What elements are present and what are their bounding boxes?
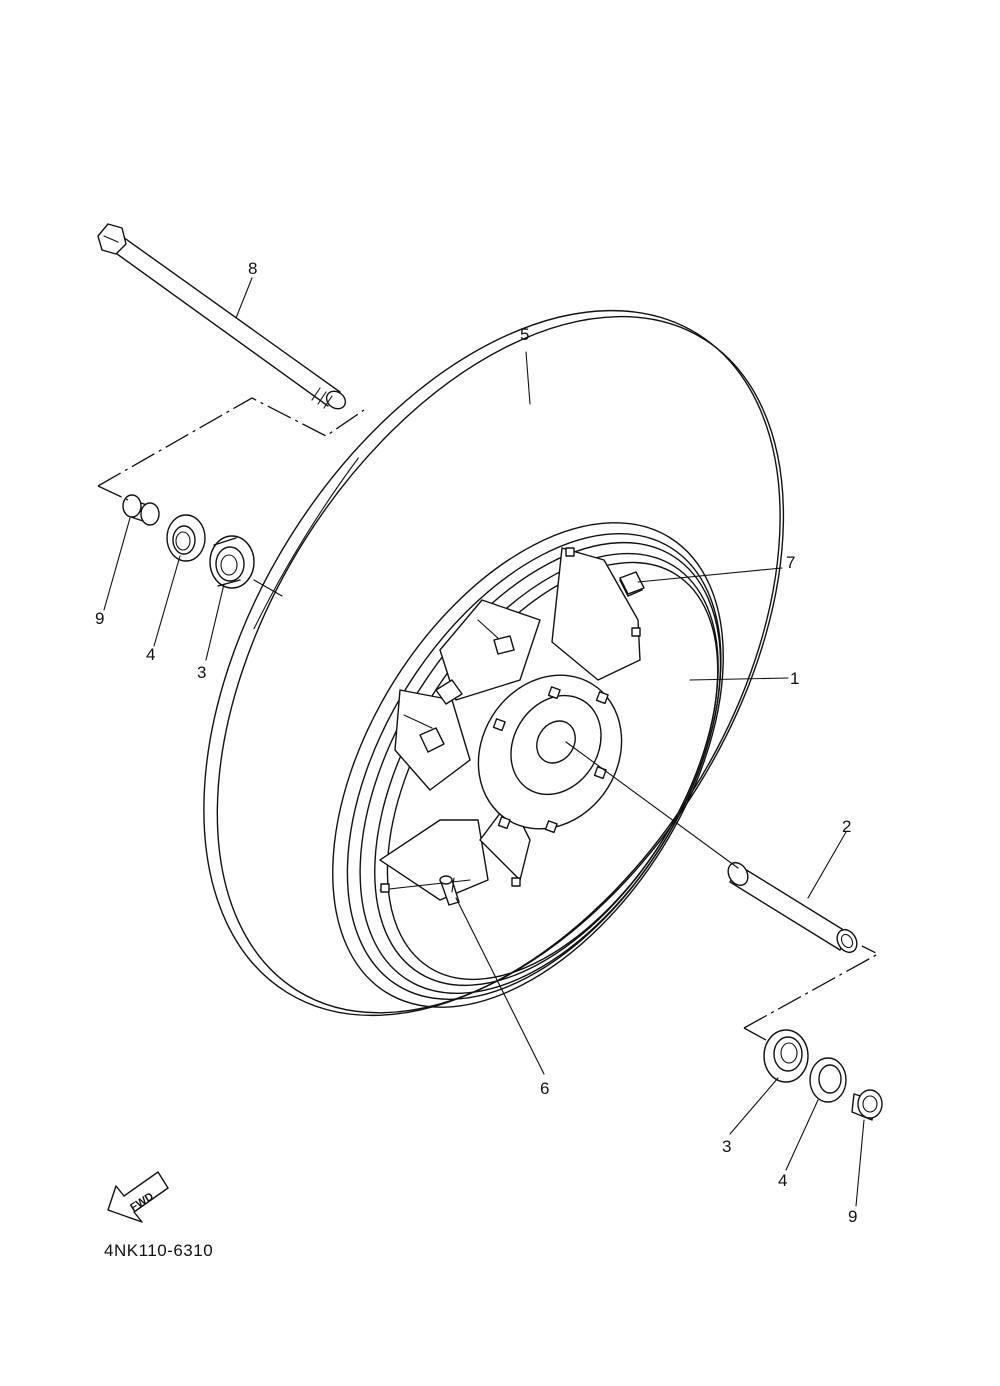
left-collar-9 (122, 494, 160, 526)
wheel-rim (332, 522, 724, 1008)
left-bearing-3 (209, 535, 255, 589)
wheel-spokes (379, 547, 643, 901)
label-3a: 3 (197, 663, 206, 682)
right-oil-seal-4 (809, 1057, 847, 1103)
label-2: 2 (842, 817, 851, 836)
right-collar-9 (851, 1089, 883, 1121)
label-3b: 3 (722, 1137, 731, 1156)
label-4b: 4 (778, 1171, 787, 1190)
right-bearing-3 (763, 1029, 809, 1083)
label-6: 6 (540, 1079, 549, 1098)
axle-collar (727, 861, 858, 954)
label-4a: 4 (146, 645, 155, 664)
label-9b: 9 (848, 1207, 857, 1226)
forward-direction-arrow: FWD (107, 1171, 169, 1223)
label-1: 1 (790, 669, 799, 688)
label-5: 5 (520, 325, 529, 344)
tire-valve (439, 875, 460, 906)
leader-lines (103, 277, 865, 1207)
axle-center-line (565, 741, 739, 869)
hub (380, 547, 641, 893)
label-9a: 9 (95, 609, 104, 628)
label-7: 7 (786, 553, 795, 572)
left-oil-seal-4 (166, 514, 206, 562)
assembly-lines (97, 397, 880, 1041)
label-8: 8 (248, 259, 257, 278)
front-axle (97, 223, 347, 410)
callout-labels: 1 2 3 3 4 4 5 6 7 8 9 9 (95, 259, 857, 1226)
balance-weight (619, 571, 645, 595)
part-code: 4NK110-6310 (104, 1241, 213, 1260)
